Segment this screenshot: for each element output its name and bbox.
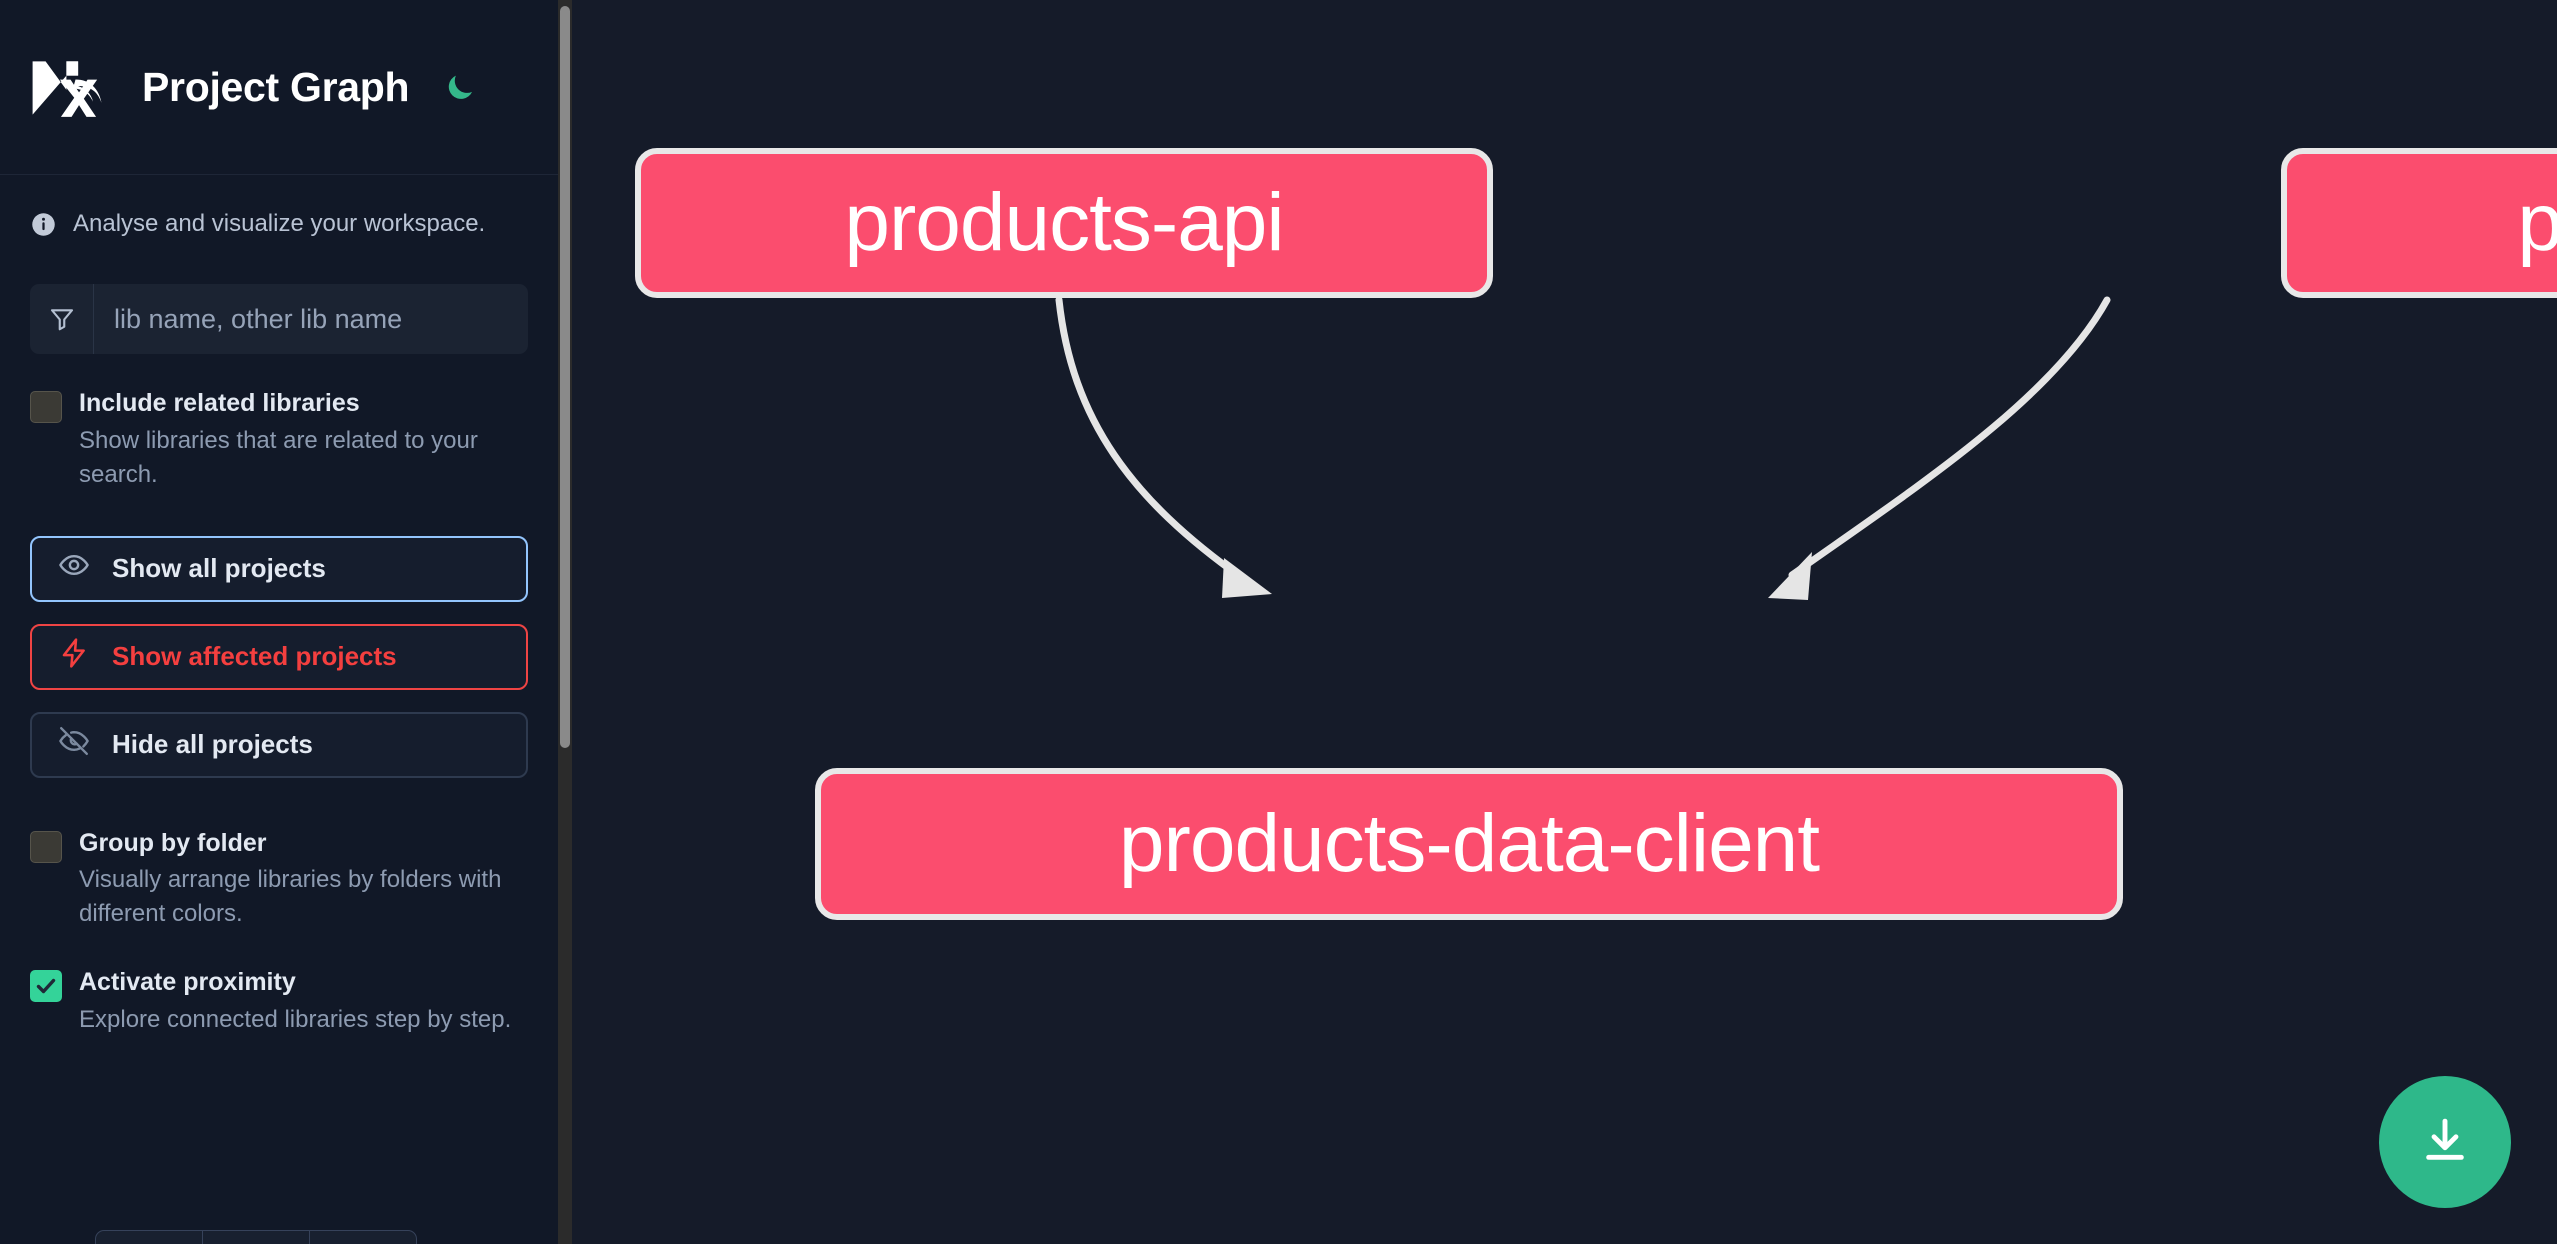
proximity-step-option-1[interactable]	[96, 1231, 203, 1244]
checkbox-group-by-folder[interactable]	[30, 830, 62, 863]
checkbox-activate-proximity[interactable]	[30, 970, 62, 1003]
info-icon	[30, 211, 57, 238]
checkbox-row-group-by-folder[interactable]: Group by folder Visually arrange librari…	[0, 826, 558, 932]
checkbox-row-include-related-libraries[interactable]: Include related libraries Show libraries…	[0, 386, 558, 492]
checkbox-desc-group-by-folder: Visually arrange libraries by folders wi…	[79, 866, 502, 928]
moon-icon[interactable]	[439, 66, 481, 108]
show-affected-projects-button[interactable]: Show affected projects	[30, 623, 528, 690]
project-visibility-buttons: Show all projects Show affected projects	[30, 535, 528, 778]
search-input[interactable]	[94, 284, 528, 354]
checkbox-desc-include-related-libraries: Show libraries that are related to your …	[79, 426, 478, 488]
show-all-projects-button[interactable]: Show all projects	[30, 535, 528, 602]
hide-all-projects-label: Hide all projects	[112, 729, 313, 760]
graph-node-products-cli[interactable]: products-cli	[2281, 148, 2557, 298]
graph-canvas[interactable]: products-api products-cli products-data-…	[572, 0, 2557, 1244]
page-title: Project Graph	[142, 63, 410, 110]
graph-node-label: products-cli	[2517, 177, 2557, 268]
checkbox-desc-activate-proximity: Explore connected libraries step by step…	[79, 1005, 512, 1033]
checkbox-label-activate-proximity: Activate proximity	[79, 968, 296, 997]
edge-products-cli-to-products-data-client	[1788, 296, 2111, 579]
proximity-step-option-3[interactable]	[310, 1231, 416, 1244]
lightning-icon	[58, 637, 90, 676]
filter-funnel-icon	[30, 284, 94, 354]
show-affected-projects-label: Show affected projects	[112, 641, 397, 672]
proximity-step-control[interactable]	[95, 1230, 417, 1244]
sidebar-header: Project Graph	[0, 0, 558, 175]
checkbox-label-include-related-libraries: Include related libraries	[79, 389, 360, 417]
sidebar-scroll-area: Project Graph Analyse and visualize yo	[0, 0, 558, 1244]
sidebar: Project Graph Analyse and visualize yo	[0, 0, 572, 1244]
edge-arrowhead-1	[1222, 558, 1272, 598]
sidebar-scrollbar-track[interactable]	[558, 0, 572, 1244]
nx-logo-icon	[30, 56, 108, 118]
workspace-info: Analyse and visualize your workspace.	[0, 175, 558, 238]
graph-node-products-api[interactable]: products-api	[635, 148, 1493, 298]
graph-node-products-data-client[interactable]: products-data-client	[815, 768, 2123, 920]
checkbox-label-group-by-folder: Group by folder	[79, 828, 267, 857]
checkbox-row-activate-proximity[interactable]: Activate proximity Explore connected lib…	[0, 965, 558, 1037]
search-field	[30, 284, 528, 354]
workspace-info-text: Analyse and visualize your workspace.	[73, 210, 486, 237]
edge-products-api-to-products-data-client	[1055, 296, 1246, 582]
eye-off-icon	[58, 725, 90, 764]
proximity-step-option-2[interactable]	[203, 1231, 310, 1244]
edge-arrowhead-2	[1768, 552, 1812, 600]
download-icon	[2417, 1113, 2473, 1172]
download-graph-button[interactable]	[2379, 1076, 2511, 1208]
graph-node-label: products-data-client	[1118, 798, 1820, 889]
eye-icon	[58, 549, 90, 588]
checkbox-include-related-libraries[interactable]	[30, 391, 62, 423]
hide-all-projects-button[interactable]: Hide all projects	[30, 711, 528, 778]
sidebar-scrollbar-thumb[interactable]	[560, 6, 570, 748]
graph-edges	[1055, 296, 2111, 600]
show-all-projects-label: Show all projects	[112, 553, 326, 584]
graph-node-label: products-api	[844, 177, 1284, 268]
